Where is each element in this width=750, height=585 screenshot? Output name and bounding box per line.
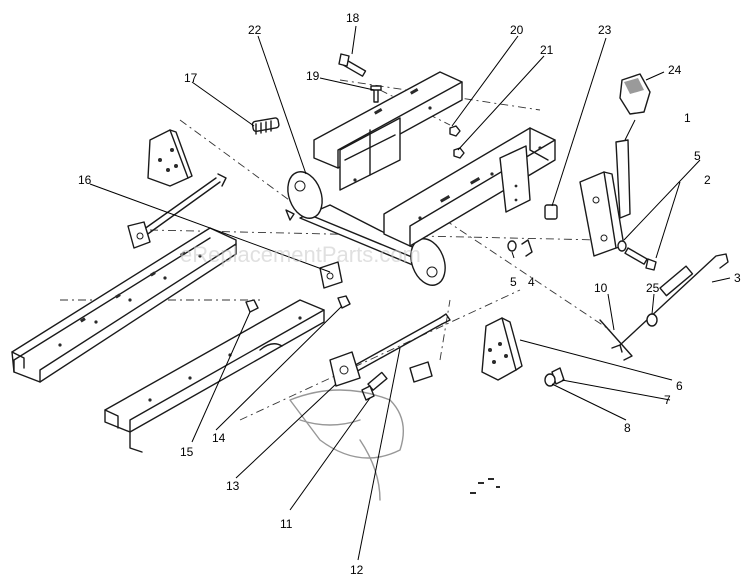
rod-assembly (611, 253, 729, 353)
callouts: 1 2 3 4 5 5 6 7 8 10 11 12 13 14 15 16 1… (78, 11, 741, 577)
callout-1: 1 (684, 111, 691, 125)
nut-14 (337, 295, 351, 309)
leader-lines (89, 25, 731, 561)
callout-5-center: 5 (510, 275, 517, 289)
callout-21: 21 (540, 43, 554, 57)
nut-15 (245, 299, 259, 313)
callout-4: 4 (528, 275, 535, 289)
callout-24: 24 (668, 63, 682, 77)
bolt-11 (361, 371, 388, 401)
tie-rod-lower (329, 313, 451, 387)
clip-8 (544, 373, 556, 387)
lower-frame-rail (104, 299, 325, 453)
lever-assembly (579, 139, 631, 257)
watermark-text: eReplacementParts.com (180, 242, 421, 267)
callout-2: 2 (704, 173, 711, 187)
knob-part (619, 73, 651, 115)
callout-18: 18 (346, 11, 360, 25)
callout-20: 20 (510, 23, 524, 37)
callout-3: 3 (734, 271, 741, 285)
rod-10 (599, 319, 633, 361)
callout-8: 8 (624, 421, 631, 435)
callout-12: 12 (350, 563, 364, 577)
bolt-18 (338, 53, 367, 77)
callout-15: 15 (180, 445, 194, 459)
callout-14: 14 (212, 431, 226, 445)
callout-19: 19 (306, 69, 320, 83)
callout-7: 7 (664, 393, 671, 407)
washer-5 (507, 240, 517, 252)
small-bracket (409, 361, 433, 383)
nut-20 (449, 125, 461, 137)
spring-17 (251, 117, 280, 135)
loose-fasteners (470, 478, 500, 494)
callout-13: 13 (226, 479, 240, 493)
tie-rod-upper (127, 173, 227, 249)
clamp-16 (319, 261, 343, 289)
left-bracket-plate (147, 129, 193, 187)
bolt-2 (617, 240, 657, 271)
axle-beam (285, 171, 446, 286)
right-upper-channel (383, 127, 556, 247)
clip-4 (521, 239, 533, 257)
screw-19 (370, 85, 382, 103)
callout-5-upper: 5 (694, 149, 701, 163)
callout-25: 25 (646, 281, 660, 295)
callout-17: 17 (184, 71, 198, 85)
callout-11: 11 (280, 517, 293, 531)
callout-16: 16 (78, 173, 92, 187)
callout-22: 22 (248, 23, 262, 37)
callout-10: 10 (594, 281, 608, 295)
right-lower-bracket (481, 317, 523, 381)
upper-center-bracket (313, 71, 463, 191)
spacer-part (544, 204, 558, 220)
callout-6: 6 (676, 379, 683, 393)
callout-23: 23 (598, 23, 612, 37)
background-chassis (289, 389, 404, 501)
